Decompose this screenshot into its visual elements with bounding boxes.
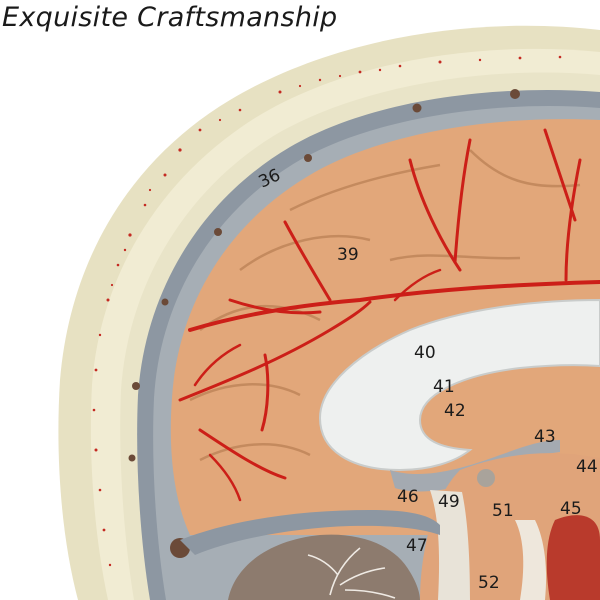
label-45: 45 xyxy=(560,499,582,519)
blood-vessels xyxy=(178,128,600,502)
label-43: 43 xyxy=(534,427,556,447)
label-42: 42 xyxy=(444,401,466,421)
tentorium xyxy=(180,510,440,555)
region-labels: 36 39 40 41 42 43 44 45 46 47 49 51 52 xyxy=(256,165,598,593)
cerebrum xyxy=(170,119,600,535)
label-40: 40 xyxy=(414,343,436,363)
label-49: 49 xyxy=(438,492,460,512)
label-47: 47 xyxy=(406,536,428,556)
pineal xyxy=(477,469,495,487)
label-52: 52 xyxy=(478,573,500,593)
label-39: 39 xyxy=(337,245,359,265)
brainstem xyxy=(430,490,470,600)
red-structure xyxy=(546,515,600,600)
cerebellum-folia xyxy=(307,547,396,599)
corpus-callosum xyxy=(318,298,600,472)
mammillary xyxy=(515,520,547,600)
label-46: 46 xyxy=(397,487,419,507)
cerebellum xyxy=(228,534,420,600)
label-51: 51 xyxy=(492,501,514,521)
bone-pores xyxy=(92,55,562,567)
caption-title: Exquisite Craftsmanship xyxy=(2,2,338,33)
label-44: 44 xyxy=(576,457,598,477)
label-41: 41 xyxy=(433,377,455,397)
